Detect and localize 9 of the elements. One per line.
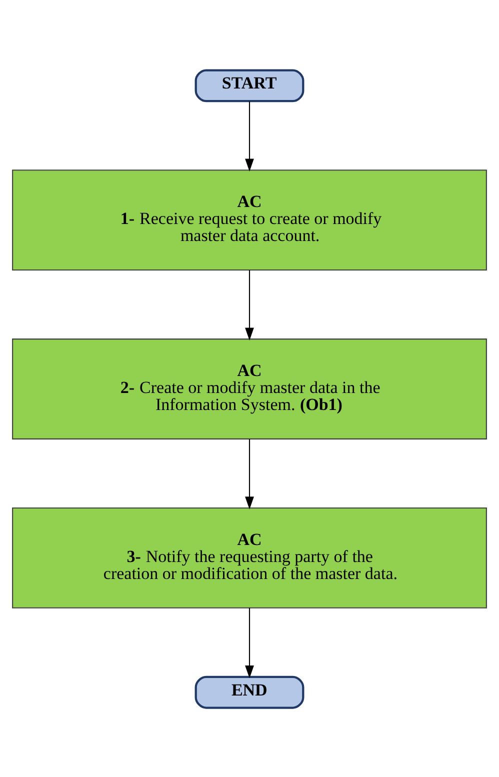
arrow (245, 100, 254, 171)
arrow (245, 270, 254, 340)
arrow (245, 607, 254, 678)
node-box: AC 1- Receive request to create or modify master data account. (12, 169, 487, 270)
arrow (245, 438, 254, 509)
node-box: AC 2- Create or modify master data in the Information System. (Ob1) (12, 338, 487, 439)
node-box: START (194, 68, 304, 102)
node-box: END (194, 675, 304, 708)
node-box: AC 3- Notify the requesting party of the creation or modification of the master data. (12, 506, 487, 608)
